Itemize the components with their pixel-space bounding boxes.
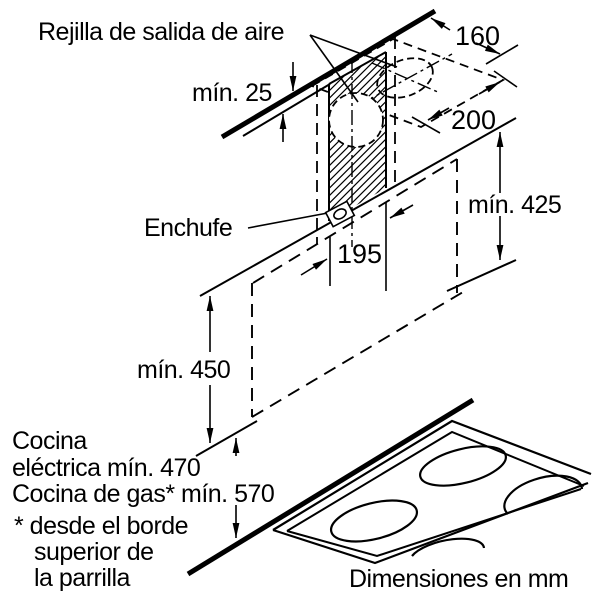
ceiling-duct-hole xyxy=(360,53,453,105)
min-425-label: mín. 425 xyxy=(468,191,561,219)
dim-200-label: 200 xyxy=(451,105,496,135)
min-450-label: mín. 450 xyxy=(137,356,230,384)
dim-195 xyxy=(300,202,414,291)
units-note: Dimensiones en mm xyxy=(349,565,568,593)
dim-160 xyxy=(430,17,519,65)
centerline-icon xyxy=(371,62,441,94)
footnote-text-block: * desde el borde superior de la parrilla xyxy=(14,512,189,592)
grate-level-line xyxy=(195,420,258,457)
chimney-back-edges xyxy=(316,37,396,244)
clearance-line-1: Cocina xyxy=(12,427,87,455)
extension-tick xyxy=(485,44,519,65)
ceiling-offset-line xyxy=(242,83,331,137)
solid-edges xyxy=(195,83,517,457)
grille-leader xyxy=(309,34,398,68)
clearance-line-3: Cocina de gas* mín. 570 xyxy=(12,480,274,508)
wall-line xyxy=(186,397,475,577)
footnote-line-2: superior de xyxy=(34,538,154,566)
air-grille-label: Rejilla de salida de aire xyxy=(38,18,284,46)
ceiling-line xyxy=(220,8,437,140)
grille-leader xyxy=(309,34,359,103)
plug-label: Enchufe xyxy=(144,214,232,242)
hood-bottom-edge xyxy=(446,259,517,292)
extension-tick xyxy=(493,70,518,88)
clearance-line-2: eléctrica mín. 470 xyxy=(12,454,200,482)
clearance-text-block: Cocina eléctrica mín. 470 Cocina de gas*… xyxy=(12,427,275,508)
dim-160-label: 160 xyxy=(455,21,500,51)
footnote-line-3: la parrilla xyxy=(34,564,131,592)
burner xyxy=(329,445,584,557)
min-25-label: mín. 25 xyxy=(192,79,272,107)
plug-leader xyxy=(247,211,334,229)
dim-200 xyxy=(411,70,518,134)
cooktop-inner-border xyxy=(286,430,585,558)
cooktop xyxy=(272,419,592,565)
dim-195-label: 195 xyxy=(337,239,382,269)
hood-top-edge xyxy=(199,117,517,297)
centerline-icon xyxy=(360,53,453,105)
dim-min-25 xyxy=(279,62,297,142)
leader-lines xyxy=(247,34,398,229)
extension-tick xyxy=(411,116,441,134)
footnote-line-1: * desde el borde xyxy=(14,512,188,540)
hood-outline xyxy=(251,158,464,418)
plug-socket-icon xyxy=(324,200,356,228)
